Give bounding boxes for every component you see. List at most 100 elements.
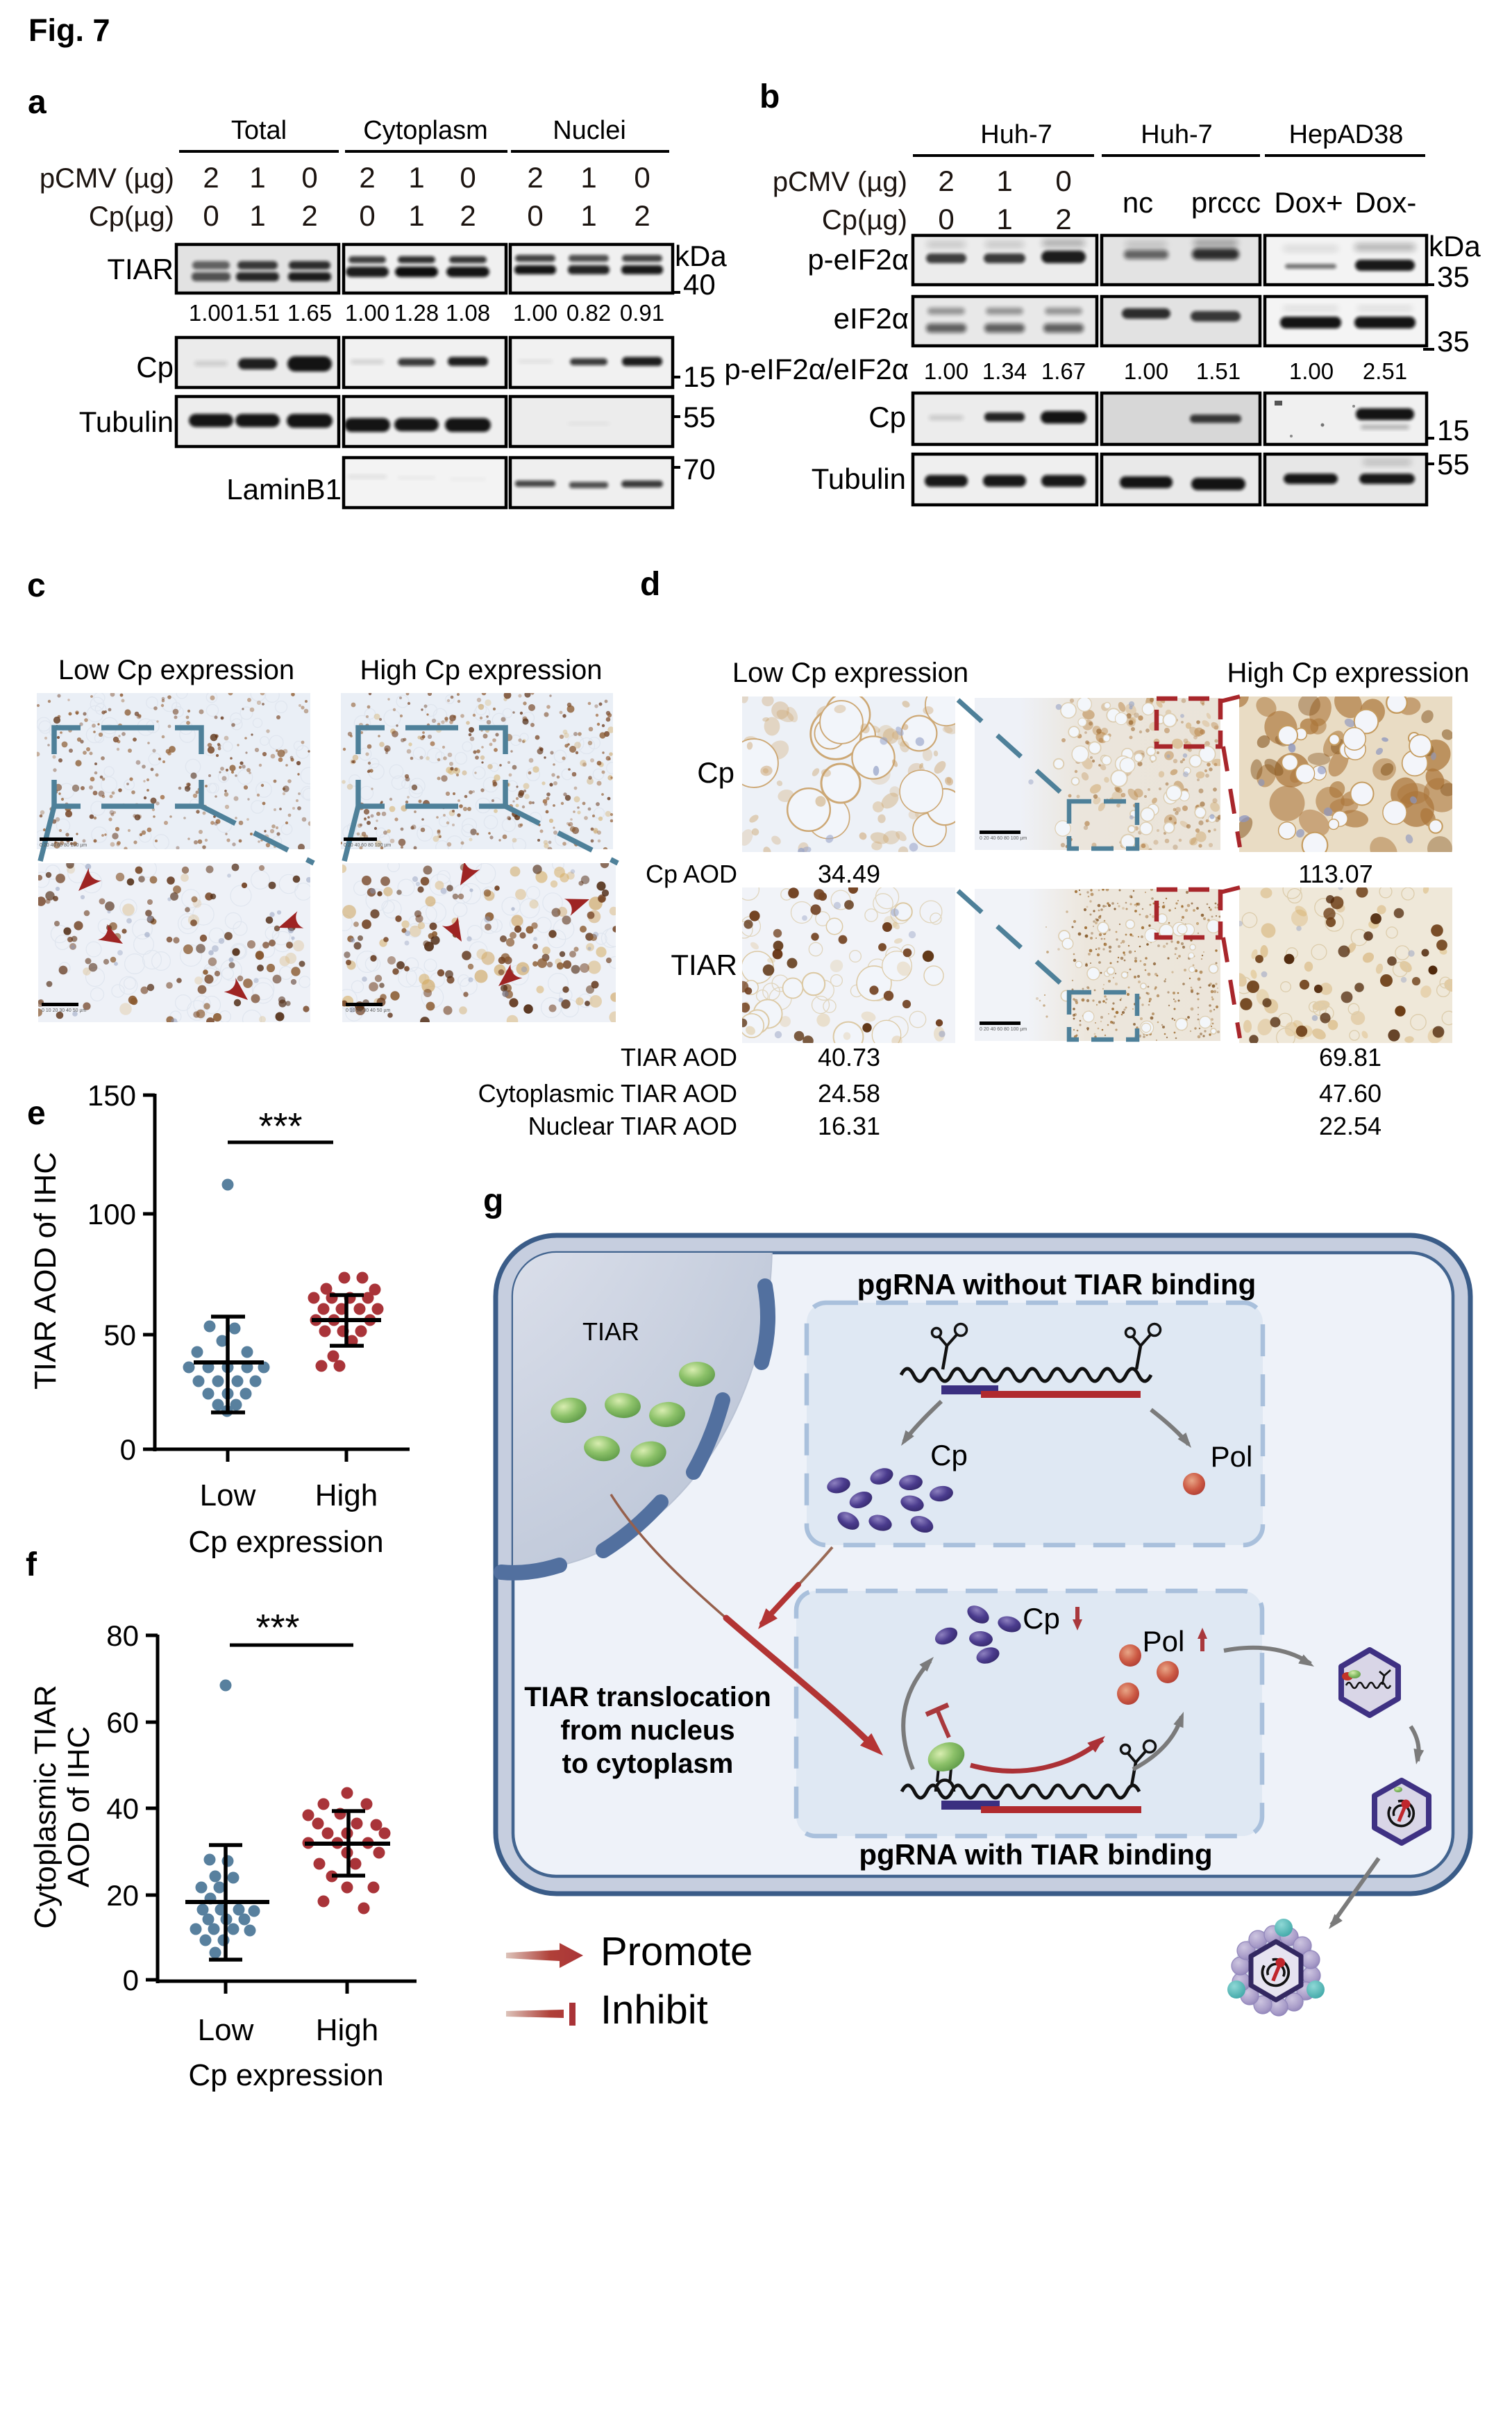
svg-text:0.91: 0.91 — [620, 300, 664, 326]
svg-text:Cp: Cp — [697, 756, 734, 789]
svg-text:2: 2 — [301, 199, 317, 232]
svg-text:1: 1 — [408, 199, 424, 232]
svg-text:AOD of IHC: AOD of IHC — [62, 1726, 96, 1887]
svg-text:40.73: 40.73 — [818, 1043, 880, 1071]
svg-text:0: 0 — [634, 161, 650, 194]
svg-text:Huh-7: Huh-7 — [980, 120, 1052, 149]
svg-text:1: 1 — [249, 199, 265, 232]
svg-text:55: 55 — [683, 401, 716, 433]
svg-text:47.60: 47.60 — [1319, 1079, 1381, 1108]
svg-text:Huh-7: Huh-7 — [1141, 120, 1213, 149]
svg-text:1.00: 1.00 — [513, 300, 557, 326]
svg-text:80: 80 — [106, 1619, 139, 1652]
svg-text:TIAR translocation: TIAR translocation — [524, 1682, 771, 1712]
svg-text:35: 35 — [1437, 260, 1470, 293]
svg-text:0 20 40 60 80 100 µm: 0 20 40 60 80 100 µm — [344, 843, 391, 848]
svg-text:Low: Low — [198, 2013, 254, 2047]
svg-text:1.00: 1.00 — [1289, 358, 1334, 384]
svg-text:34.49: 34.49 — [818, 860, 880, 888]
svg-text:eIF2α: eIF2α — [834, 302, 909, 335]
svg-text:Low Cp expression: Low Cp expression — [732, 658, 968, 688]
svg-text:TIAR AOD of IHC: TIAR AOD of IHC — [28, 1152, 62, 1390]
svg-text:***: *** — [255, 1607, 299, 1649]
svg-text:p-eIF2α/eIF2α: p-eIF2α/eIF2α — [724, 353, 909, 385]
svg-text:High: High — [315, 1478, 378, 1512]
svg-text:0: 0 — [301, 161, 317, 194]
svg-text:TIAR: TIAR — [107, 253, 174, 285]
svg-text:1.67: 1.67 — [1041, 358, 1086, 384]
svg-text:from nucleus: from nucleus — [560, 1715, 734, 1746]
svg-text:2: 2 — [460, 199, 476, 232]
svg-text:1.08: 1.08 — [446, 300, 490, 326]
svg-text:0 10 20 30 40 50 µm: 0 10 20 30 40 50 µm — [42, 1008, 87, 1013]
svg-text:TIAR: TIAR — [582, 1317, 639, 1346]
svg-text:22.54: 22.54 — [1319, 1112, 1381, 1140]
svg-text:24.58: 24.58 — [818, 1079, 880, 1108]
svg-text:Tubulin: Tubulin — [812, 462, 906, 495]
svg-text:nc: nc — [1123, 186, 1153, 219]
svg-text:Cp: Cp — [1023, 1602, 1060, 1635]
svg-text:Cp expression: Cp expression — [188, 2058, 383, 2092]
svg-text:Low: Low — [200, 1478, 256, 1512]
svg-text:40: 40 — [683, 268, 716, 301]
svg-text:Cp AOD: Cp AOD — [646, 860, 737, 888]
svg-text:Pol: Pol — [1211, 1440, 1253, 1473]
svg-text:2: 2 — [359, 161, 375, 194]
svg-text:Low Cp expression: Low Cp expression — [58, 655, 294, 685]
svg-text:Cytoplasmic TIAR: Cytoplasmic TIAR — [28, 1685, 62, 1928]
svg-text:***: *** — [258, 1106, 302, 1147]
svg-text:Cp: Cp — [136, 351, 174, 383]
svg-text:2: 2 — [634, 199, 650, 232]
svg-text:Cp: Cp — [868, 401, 906, 433]
svg-text:1: 1 — [996, 203, 1012, 235]
svg-text:40: 40 — [106, 1792, 139, 1825]
svg-text:35: 35 — [1437, 325, 1470, 358]
svg-text:High: High — [316, 2013, 379, 2047]
svg-text:pgRNA without TIAR binding: pgRNA without TIAR binding — [857, 1268, 1257, 1301]
svg-text:1: 1 — [580, 161, 596, 194]
svg-text:0: 0 — [938, 203, 954, 235]
svg-text:1.00: 1.00 — [345, 300, 389, 326]
svg-text:kDa: kDa — [1429, 230, 1481, 262]
svg-text:15: 15 — [683, 360, 716, 393]
svg-text:Cp(µg): Cp(µg) — [89, 201, 174, 232]
svg-text:High Cp expression: High Cp expression — [360, 655, 602, 685]
svg-text:1.00: 1.00 — [924, 358, 968, 384]
svg-text:0 20 40 60 80 100 µm: 0 20 40 60 80 100 µm — [980, 1027, 1027, 1032]
svg-text:0: 0 — [1055, 165, 1071, 197]
svg-text:0 10 20 30 40 50 µm: 0 10 20 30 40 50 µm — [346, 1008, 391, 1013]
svg-text:0 20 40 60 80 100 µm: 0 20 40 60 80 100 µm — [980, 836, 1027, 841]
svg-text:1.00: 1.00 — [189, 300, 233, 326]
svg-text:Nuclear TIAR AOD: Nuclear TIAR AOD — [528, 1112, 737, 1140]
svg-text:2: 2 — [203, 161, 219, 194]
svg-text:1: 1 — [249, 161, 265, 194]
svg-text:0: 0 — [527, 199, 543, 232]
svg-text:1.51: 1.51 — [1196, 358, 1241, 384]
svg-text:2: 2 — [1055, 203, 1071, 235]
svg-text:Cp expression: Cp expression — [188, 1525, 383, 1559]
svg-text:20: 20 — [106, 1879, 139, 1912]
svg-text:0: 0 — [203, 199, 219, 232]
svg-text:0 20 40 60 80 100 µm: 0 20 40 60 80 100 µm — [40, 843, 87, 848]
svg-text:2: 2 — [527, 161, 543, 194]
svg-text:70: 70 — [683, 453, 716, 485]
svg-text:1: 1 — [580, 199, 596, 232]
svg-text:HepAD38: HepAD38 — [1289, 120, 1404, 149]
svg-text:55: 55 — [1437, 448, 1470, 481]
svg-text:Inhibit: Inhibit — [600, 1987, 708, 2033]
svg-text:p-eIF2α: p-eIF2α — [807, 243, 909, 276]
svg-text:prccc: prccc — [1191, 186, 1261, 219]
svg-text:Nuclei: Nuclei — [553, 116, 626, 145]
svg-text:Pol: Pol — [1143, 1625, 1185, 1658]
svg-text:Cp: Cp — [930, 1439, 968, 1471]
svg-text:TIAR: TIAR — [671, 949, 737, 981]
svg-text:High Cp expression: High Cp expression — [1227, 658, 1469, 688]
svg-text:pCMV (µg): pCMV (µg) — [40, 163, 174, 194]
svg-text:2.51: 2.51 — [1363, 358, 1407, 384]
svg-text:1.34: 1.34 — [982, 358, 1027, 384]
svg-text:1.65: 1.65 — [287, 300, 332, 326]
svg-text:Cp(µg): Cp(µg) — [822, 205, 907, 235]
svg-text:0: 0 — [460, 161, 476, 194]
svg-text:113.07: 113.07 — [1298, 860, 1372, 888]
svg-text:50: 50 — [103, 1319, 136, 1351]
